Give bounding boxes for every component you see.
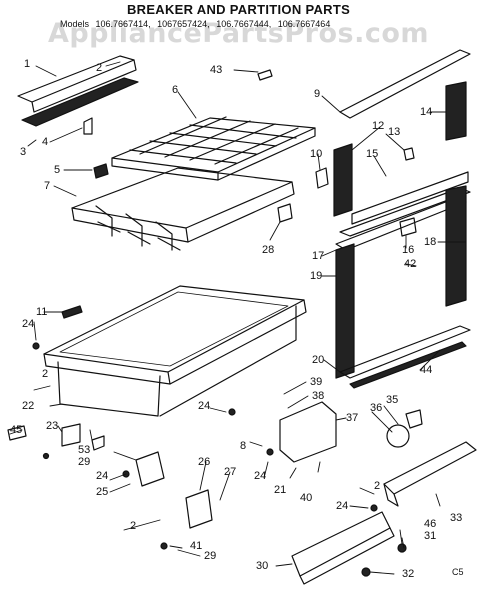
callout-3: 3 bbox=[20, 146, 27, 158]
callout-9: 9 bbox=[314, 88, 321, 100]
callout-43: 43 bbox=[210, 64, 223, 76]
callout-12: 12 bbox=[372, 120, 385, 132]
callout-20: 20 bbox=[312, 354, 325, 366]
callout-18: 18 bbox=[424, 236, 437, 248]
callout-13: 13 bbox=[388, 126, 401, 138]
callout-1: 1 bbox=[24, 58, 31, 70]
callout-6: 6 bbox=[172, 84, 179, 96]
part-trim-rail bbox=[17, 55, 139, 127]
callout-29: 29 bbox=[78, 456, 91, 468]
part-left-fittings bbox=[7, 305, 105, 451]
callout-2: 2 bbox=[42, 368, 49, 380]
model-number: 106.7667444, bbox=[216, 19, 272, 29]
callout-7: 7 bbox=[44, 180, 51, 192]
callout-17: 17 bbox=[312, 250, 325, 262]
part-lower-gasket-frame bbox=[335, 185, 471, 389]
callout-32: 32 bbox=[402, 568, 415, 580]
callout-24: 24 bbox=[336, 500, 349, 512]
model-number: 106.7667414, bbox=[95, 19, 151, 29]
callout-5: 5 bbox=[54, 164, 61, 176]
callout-19: 19 bbox=[310, 270, 323, 282]
callout-2: 2 bbox=[96, 62, 103, 74]
callout-30: 30 bbox=[256, 560, 269, 572]
part-small-fittings bbox=[83, 69, 417, 237]
callout-27: 27 bbox=[224, 466, 237, 478]
diagram-code: C5 bbox=[452, 567, 464, 577]
callout-36: 36 bbox=[370, 402, 383, 414]
callout-39: 39 bbox=[310, 376, 323, 388]
callout-40: 40 bbox=[300, 492, 313, 504]
model-number: 106.7667464 bbox=[277, 19, 331, 29]
callout-46: 46 bbox=[424, 518, 437, 530]
callout-28: 28 bbox=[262, 244, 275, 256]
model-number: 1067657424, bbox=[157, 19, 210, 29]
callout-23: 23 bbox=[46, 420, 59, 432]
callout-33: 33 bbox=[450, 512, 463, 524]
callout-16: 16 bbox=[402, 244, 415, 256]
callout-4: 4 bbox=[42, 136, 49, 148]
callout-37: 37 bbox=[346, 412, 359, 424]
part-fasteners bbox=[32, 342, 407, 577]
part-breaker-tray bbox=[71, 167, 295, 251]
callout-2: 2 bbox=[374, 480, 381, 492]
callout-24: 24 bbox=[198, 400, 211, 412]
callout-53: 53 bbox=[78, 444, 91, 456]
callout-11: 11 bbox=[36, 306, 48, 318]
callout-2: 2 bbox=[130, 520, 137, 532]
callout-41: 41 bbox=[190, 540, 203, 552]
part-lower-shelf-panel bbox=[43, 285, 307, 417]
callout-21: 21 bbox=[274, 484, 287, 496]
callout-42: 42 bbox=[404, 258, 417, 270]
callout-31: 31 bbox=[424, 530, 437, 542]
callout-24: 24 bbox=[254, 470, 267, 482]
callout-26: 26 bbox=[198, 456, 211, 468]
callout-8: 8 bbox=[240, 440, 247, 452]
part-bin-rails bbox=[291, 441, 477, 585]
callout-38: 38 bbox=[312, 390, 325, 402]
callout-44: 44 bbox=[420, 364, 433, 376]
callout-29: 29 bbox=[204, 550, 217, 562]
part-shelf-grid bbox=[111, 116, 316, 181]
callout-45: 45 bbox=[10, 424, 23, 436]
callout-25: 25 bbox=[96, 486, 109, 498]
callout-24: 24 bbox=[22, 318, 35, 330]
part-control-assembly bbox=[135, 401, 423, 529]
watermark: AppliancePartsPros.com bbox=[47, 18, 430, 49]
diagram-title: BREAKER AND PARTITION PARTS bbox=[126, 2, 351, 17]
callout-14: 14 bbox=[420, 106, 433, 118]
callout-22: 22 bbox=[22, 400, 35, 412]
callout-10: 10 bbox=[310, 148, 323, 160]
part-upper-gasket-frame bbox=[333, 49, 471, 237]
callout-leaders bbox=[9, 61, 467, 575]
callout-35: 35 bbox=[386, 394, 399, 406]
callout-15: 15 bbox=[366, 148, 379, 160]
callout-24: 24 bbox=[96, 470, 109, 482]
models-label: Models bbox=[60, 19, 90, 29]
model-list: Models 106.7667414, 1067657424, 106.7667… bbox=[60, 19, 477, 29]
